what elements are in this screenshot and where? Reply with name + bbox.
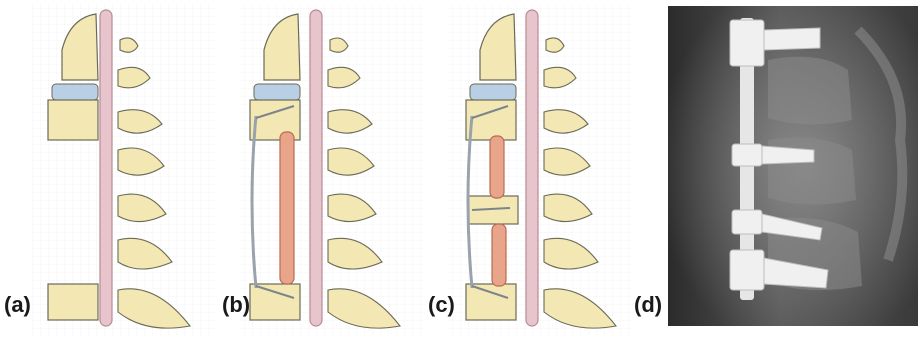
lower-graft bbox=[492, 224, 506, 286]
panel-c-hybrid-construct bbox=[428, 0, 638, 342]
spinal-cord bbox=[100, 10, 112, 326]
panel-b-corpectomy-strut bbox=[220, 0, 428, 342]
xray-vertebrae bbox=[768, 57, 862, 290]
spinal-cord bbox=[310, 10, 322, 326]
disc bbox=[254, 84, 300, 100]
strut-graft bbox=[280, 132, 294, 284]
vertebral-body bbox=[466, 100, 516, 140]
panel-label-b: (b) bbox=[222, 294, 250, 316]
disc bbox=[52, 84, 98, 100]
panel-label-d: (d) bbox=[634, 294, 662, 316]
vertebral-body-lower bbox=[48, 284, 98, 320]
spine-diagram-a bbox=[0, 0, 220, 342]
disc bbox=[470, 84, 516, 100]
panel-label-a: (a) bbox=[4, 294, 31, 316]
xray-image bbox=[638, 0, 922, 342]
vertebral-body-lower bbox=[250, 284, 300, 320]
vertebral-body-lower bbox=[466, 284, 516, 320]
upper-graft bbox=[490, 136, 504, 198]
spinal-cord bbox=[526, 10, 538, 326]
panel-label-c: (c) bbox=[428, 294, 455, 316]
panel-d-xray bbox=[638, 0, 922, 342]
spine-diagram-b bbox=[220, 0, 428, 342]
spine-diagram-c bbox=[428, 0, 638, 342]
panel-a-intact-spine bbox=[0, 0, 220, 342]
vertebral-body bbox=[48, 100, 98, 140]
